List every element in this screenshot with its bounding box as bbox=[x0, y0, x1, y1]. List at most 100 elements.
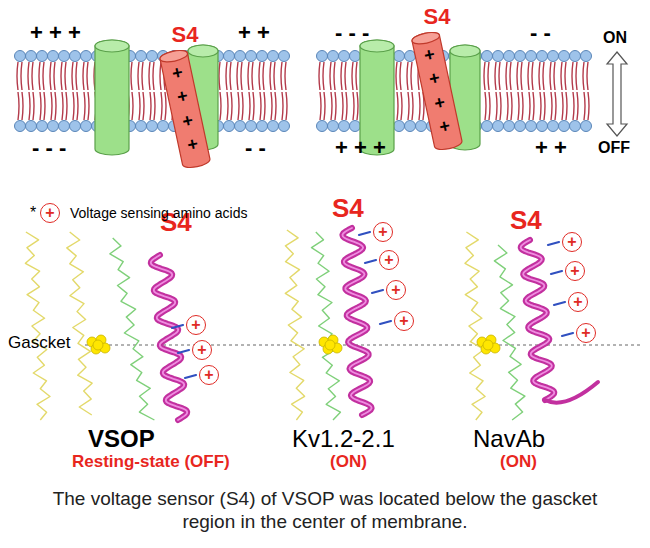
lipid-tail bbox=[577, 92, 578, 120]
lipid-head bbox=[246, 121, 257, 132]
lipid-tail bbox=[323, 62, 324, 90]
lipid-tail bbox=[565, 62, 566, 90]
lipid-tail bbox=[566, 92, 567, 120]
lipid-head bbox=[537, 51, 548, 62]
lipid-tail bbox=[270, 62, 271, 90]
s4-label: S4 bbox=[172, 22, 199, 47]
lipid-tail bbox=[149, 62, 150, 90]
charge-sign: + bbox=[200, 366, 218, 383]
lipid-head bbox=[224, 121, 235, 132]
lipid-tail bbox=[357, 92, 358, 120]
charge-sign: + + + bbox=[30, 20, 81, 45]
state-label: Resting-state (OFF) bbox=[72, 452, 230, 472]
lipid-head bbox=[70, 121, 81, 132]
lipid-tail bbox=[539, 62, 540, 90]
lipid-tail bbox=[131, 62, 132, 90]
lipid-head bbox=[26, 121, 37, 132]
charge-sign: + bbox=[563, 233, 581, 250]
lipid-tail bbox=[227, 92, 228, 120]
lipid-head bbox=[570, 121, 581, 132]
side-chain bbox=[185, 375, 196, 378]
lipid-head bbox=[526, 51, 537, 62]
lipid-tail bbox=[87, 62, 88, 90]
lipid-head bbox=[15, 121, 26, 132]
charge-sign: + bbox=[193, 341, 211, 358]
s4-helix-highlight bbox=[521, 240, 555, 400]
side-chain bbox=[178, 350, 189, 353]
lipid-head bbox=[81, 121, 92, 132]
lipid-tail bbox=[33, 92, 34, 120]
lipid-tail bbox=[583, 62, 584, 90]
state-label: (ON) bbox=[500, 452, 537, 472]
lipid-head bbox=[559, 121, 570, 132]
charge-sign: + bbox=[187, 316, 205, 333]
state-label: OFF bbox=[598, 139, 630, 157]
lipid-head bbox=[26, 51, 37, 62]
lipid-tail bbox=[253, 92, 254, 120]
lipid-head bbox=[515, 51, 526, 62]
side-chain bbox=[551, 271, 562, 274]
lipid-tail bbox=[324, 92, 325, 120]
protein-name: Kv1.2-2.1 bbox=[292, 425, 395, 453]
s4-label: S4 bbox=[424, 4, 451, 29]
lipid-tail bbox=[65, 62, 66, 90]
lipid-tail bbox=[18, 92, 19, 120]
backbone-trace bbox=[110, 238, 154, 420]
lipid-tail bbox=[518, 92, 519, 120]
lipid-tail bbox=[259, 62, 260, 90]
lipid-head bbox=[81, 51, 92, 62]
s4-cylinder-body bbox=[159, 48, 211, 169]
lipid-tail bbox=[230, 62, 231, 90]
lipid-tail bbox=[419, 92, 420, 120]
gasket-residue bbox=[325, 340, 335, 350]
lipid-head bbox=[482, 51, 493, 62]
side-chain bbox=[548, 242, 559, 245]
lipid-tail bbox=[407, 62, 408, 90]
lipid-tail bbox=[353, 92, 354, 120]
lipid-tail bbox=[72, 62, 73, 90]
s4-tail bbox=[545, 382, 598, 403]
lipid-head bbox=[317, 121, 328, 132]
lipid-tail bbox=[551, 92, 552, 120]
lipid-head bbox=[48, 51, 59, 62]
lipid-tail bbox=[17, 62, 18, 90]
lipid-tail bbox=[517, 62, 518, 90]
backbone-trace bbox=[465, 232, 485, 420]
lipid-tail bbox=[330, 62, 331, 90]
lipid-tail bbox=[153, 62, 154, 90]
lipid-head bbox=[581, 51, 592, 62]
lipid-head bbox=[136, 51, 147, 62]
charge-sign: + bbox=[380, 251, 398, 268]
gasket-residue bbox=[483, 340, 493, 350]
lipid-tail bbox=[132, 92, 133, 120]
lipid-head bbox=[394, 51, 405, 62]
lipid-tail bbox=[21, 62, 22, 90]
lipid-head bbox=[279, 51, 290, 62]
lipid-tail bbox=[249, 92, 250, 120]
state-label: ON bbox=[603, 29, 627, 47]
lipid-tail bbox=[252, 62, 253, 90]
lipid-tail bbox=[319, 62, 320, 90]
lipid-tail bbox=[237, 62, 238, 90]
lipid-head bbox=[339, 121, 350, 132]
charge-sign: - - - bbox=[335, 20, 369, 45]
lipid-tail bbox=[88, 92, 89, 120]
lipid-head bbox=[350, 51, 361, 62]
side-chain bbox=[359, 232, 370, 235]
lipid-tail bbox=[342, 92, 343, 120]
backbone-trace bbox=[25, 232, 50, 420]
lipid-head bbox=[328, 51, 339, 62]
charge-circle: + bbox=[568, 292, 588, 312]
charge-circle: + bbox=[394, 311, 414, 331]
lipid-tail bbox=[584, 92, 585, 120]
lipid-tail bbox=[161, 92, 162, 120]
lipid-tail bbox=[522, 92, 523, 120]
lipid-tail bbox=[160, 62, 161, 90]
footnote-mark: * bbox=[30, 204, 36, 222]
lipid-tail bbox=[264, 92, 265, 120]
s4-cylinder-side bbox=[159, 48, 211, 169]
lipid-tail bbox=[352, 62, 353, 90]
s4-cylinder-body bbox=[411, 30, 463, 151]
charge-circle: + bbox=[186, 315, 206, 335]
caption: The voltage sensor (S4) of VSOP was loca… bbox=[25, 488, 625, 534]
